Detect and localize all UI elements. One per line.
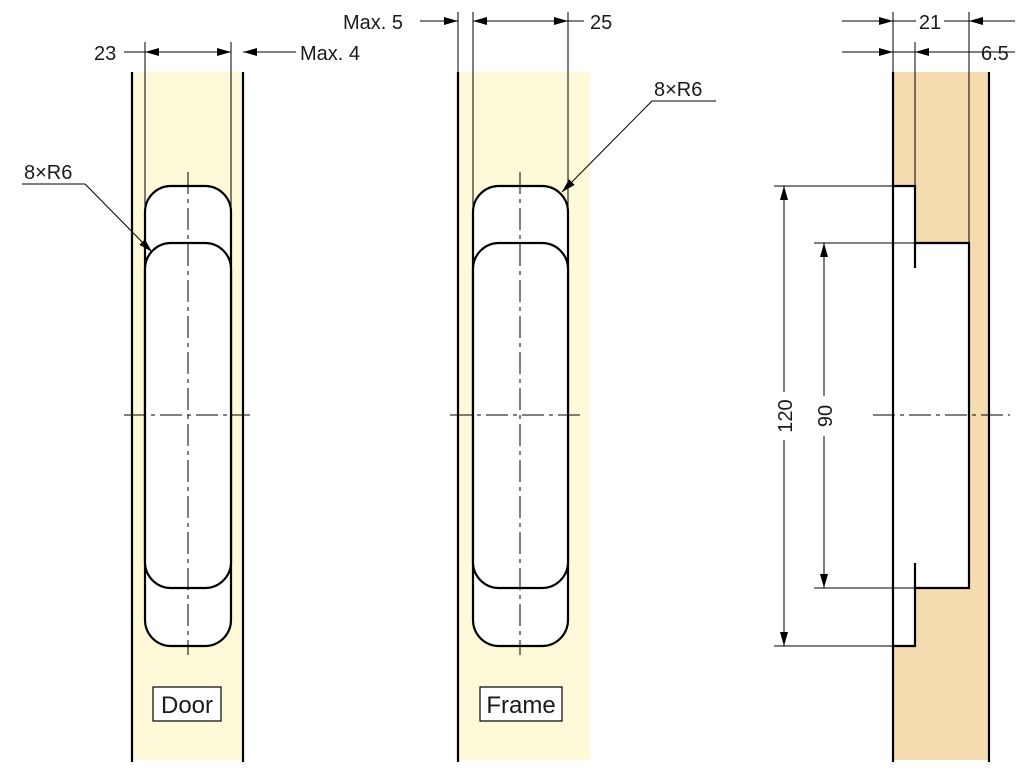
- door-width-dim: 23: [94, 43, 116, 65]
- frame-view: 25 Max. 5 8×R6 Frame: [343, 12, 716, 762]
- frame-radius-leader: [561, 100, 653, 193]
- frame-radius-note: 8×R6: [654, 79, 702, 101]
- section-outer-height-dim: 120: [775, 399, 797, 432]
- section-step-dim: 6.5: [981, 43, 1009, 65]
- door-label: Door: [161, 692, 213, 719]
- frame-offset-dim: Max. 5: [343, 12, 403, 34]
- section-cutout: [893, 186, 969, 646]
- door-label-box: [152, 686, 222, 722]
- section-view: 21 6.5 120 90: [774, 12, 1015, 762]
- section-cutout-outline: [893, 184, 971, 648]
- door-offset-dim: Max. 4: [300, 43, 360, 65]
- frame-label-box: [479, 686, 563, 722]
- door-radius-leader: [84, 183, 153, 253]
- frame-width-dim: 25: [590, 12, 612, 34]
- door-view: 23 Max. 4 8×R6 Door: [22, 42, 360, 762]
- door-radius-note: 8×R6: [24, 162, 72, 184]
- frame-label: Frame: [486, 692, 555, 719]
- section-inner-height-dim: 90: [815, 405, 837, 427]
- section-depth-dim: 21: [919, 12, 941, 34]
